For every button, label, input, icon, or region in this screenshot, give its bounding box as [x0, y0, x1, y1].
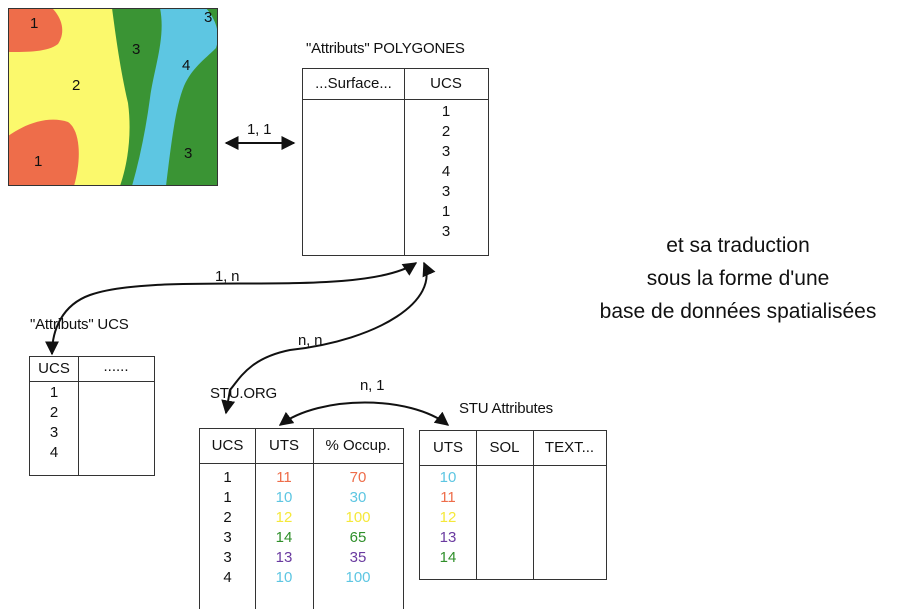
relation-label-map-polygones: 1, 1 — [247, 121, 272, 138]
polygones-table: ...Surface... UCS 1 2 3 4 3 1 3 — [302, 68, 489, 256]
table-cell: 100 — [345, 509, 371, 526]
map-zone-ucs4 — [132, 8, 218, 186]
polygones-header-surface: ...Surface... — [315, 75, 392, 92]
table-cell: 14 — [439, 549, 457, 566]
arrow-polygones-stuorg — [221, 261, 436, 415]
table-cell: 3 — [441, 183, 451, 200]
polygones-header-ucs: UCS — [430, 75, 462, 92]
map-label: 2 — [72, 77, 80, 94]
table-cell: 13 — [275, 549, 293, 566]
ucs-table: UCS ...... 1 2 3 4 — [29, 356, 155, 476]
table-cell: 11 — [276, 469, 292, 486]
table-cell: 1 — [49, 384, 59, 401]
table-cell: 10 — [275, 489, 293, 506]
table-cell: 1 — [441, 103, 451, 120]
stuorg-uts-column: 11 10 12 14 13 10 — [255, 468, 313, 588]
table-cell: 3 — [441, 223, 451, 240]
side-caption-line: base de données spatialisées — [599, 300, 877, 323]
table-cell: 35 — [349, 549, 367, 566]
table-cell: 3 — [441, 143, 451, 160]
table-cell: 11 — [440, 489, 456, 506]
stuattr-uts-column: 10 11 12 13 14 — [420, 468, 476, 568]
map-label: 4 — [182, 57, 190, 74]
table-cell: 2 — [49, 404, 59, 421]
stuattr-table: UTS SOL TEXT... 10 11 12 13 14 — [419, 430, 607, 580]
polygones-ucs-column: 1 2 3 4 3 1 3 — [404, 102, 488, 242]
side-caption: et sa traduction sous la forme d'une bas… — [580, 229, 896, 328]
ucs-column: 1 2 3 4 — [30, 383, 78, 463]
table-cell: 12 — [275, 509, 293, 526]
map-label: 3 — [184, 145, 192, 162]
stuattr-header-uts: UTS — [433, 439, 463, 456]
map-label: 1 — [34, 153, 42, 170]
soil-map: 1 2 3 4 3 3 1 — [8, 8, 218, 186]
map-border — [8, 8, 218, 186]
table-cell: 14 — [275, 529, 293, 546]
stuattr-header-sol: SOL — [489, 439, 520, 456]
relation-label-polygones-stuorg: n, n — [298, 332, 323, 349]
stuattr-table-title: STU Attributes — [459, 400, 553, 417]
table-cell: 4 — [223, 569, 232, 586]
table-cell: 12 — [439, 509, 457, 526]
table-cell: 10 — [275, 569, 293, 586]
table-cell: 1 — [223, 489, 232, 506]
stuorg-header-uts: UTS — [269, 437, 299, 454]
table-cell: 2 — [441, 123, 451, 140]
stuorg-table: UCS UTS % Occup. 1 1 2 3 3 4 11 10 12 14… — [199, 428, 404, 609]
stuattr-header-text: TEXT... — [544, 439, 595, 456]
relation-label-polygones-ucs: 1, n — [215, 268, 240, 285]
map-zone-ucs1-bottom — [8, 119, 79, 186]
ucs-header-dots: ...... — [103, 358, 129, 375]
stuorg-table-title: STU.ORG — [210, 385, 277, 402]
table-cell: 10 — [439, 469, 457, 486]
stuorg-header-ucs: UCS — [211, 437, 244, 454]
map-zone-ucs1-top — [8, 8, 63, 52]
table-cell: 100 — [345, 569, 371, 586]
table-cell: 3 — [223, 549, 232, 566]
stuorg-ucs-column: 1 1 2 3 3 4 — [200, 468, 255, 588]
table-cell: 4 — [49, 444, 59, 461]
table-cell: 30 — [349, 489, 367, 506]
table-cell: 3 — [49, 424, 59, 441]
table-cell: 1 — [441, 203, 451, 220]
table-cell: 4 — [441, 163, 451, 180]
polygones-table-title: "Attributs" POLYGONES — [306, 40, 465, 57]
side-caption-line: sous la forme d'une — [646, 267, 830, 290]
table-cell: 2 — [223, 509, 232, 526]
map-label: 3 — [132, 41, 140, 58]
side-caption-line: et sa traduction — [666, 234, 810, 257]
relation-label-stuorg-stuattr: n, 1 — [360, 377, 385, 394]
map-label: 1 — [30, 15, 38, 32]
table-cell: 65 — [349, 529, 367, 546]
table-cell: 70 — [349, 469, 367, 486]
map-label: 3 — [204, 9, 212, 26]
stuorg-header-occup: % Occup. — [325, 437, 391, 454]
stuorg-occup-column: 70 30 100 65 35 100 — [313, 468, 403, 588]
table-cell: 1 — [223, 469, 232, 486]
arrow-stuorg-stuattr — [278, 401, 450, 426]
table-cell: 13 — [439, 529, 457, 546]
ucs-header-ucs: UCS — [38, 360, 70, 377]
ucs-table-title: "Attributs" UCS — [30, 316, 129, 333]
table-cell: 3 — [223, 529, 232, 546]
